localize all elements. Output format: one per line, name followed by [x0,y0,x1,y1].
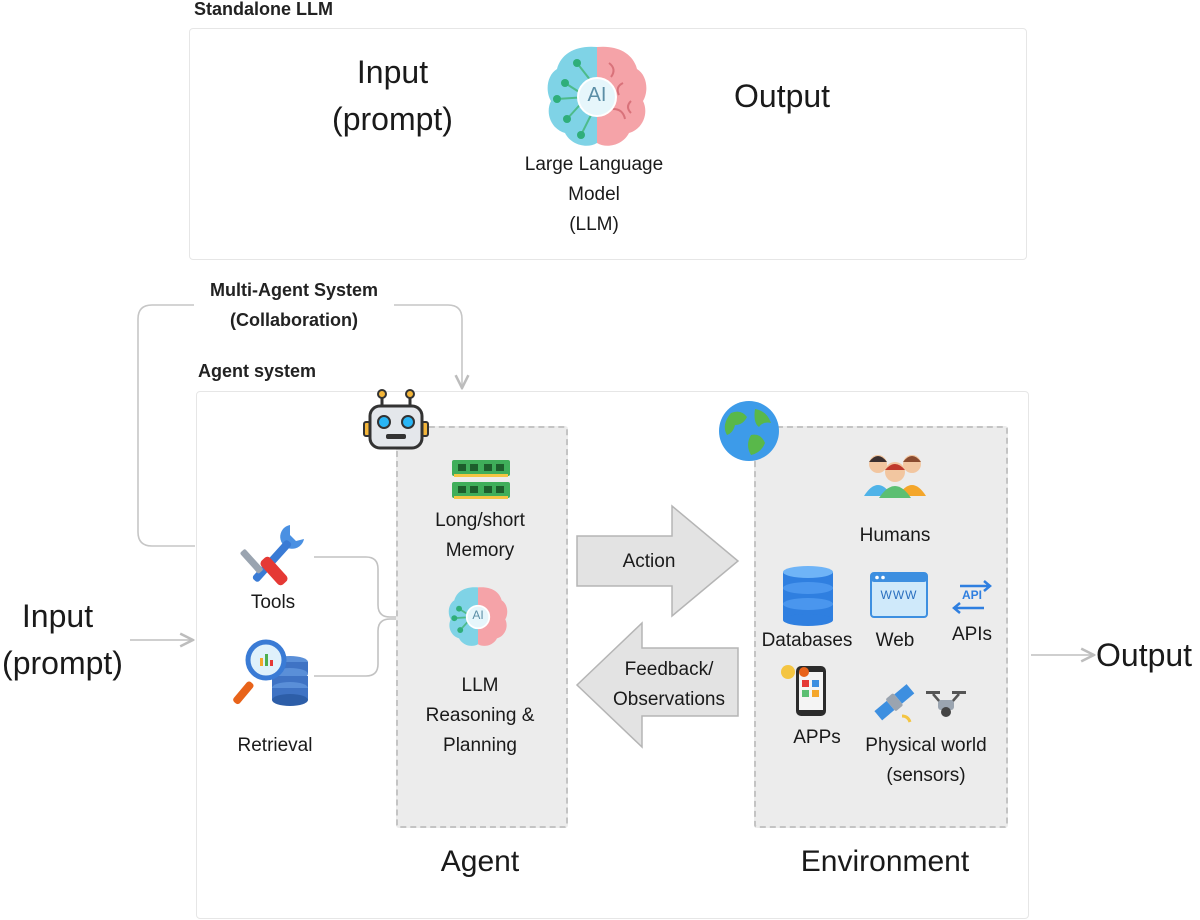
satellite-icon [872,682,918,724]
agent-llm-line3: Planning [443,735,517,756]
standalone-brain-badge: AI [587,84,607,106]
agent-output: Output [1096,637,1193,673]
standalone-input-line2: (prompt) [332,101,453,137]
agent-llm-line2: Reasoning & [425,705,535,726]
memory-icon [450,458,512,502]
drone-icon [924,688,968,720]
humans-icon [862,450,928,498]
standalone-llm-line2: Model [568,184,620,205]
feedback-line1: Feedback/ [624,659,714,680]
memory-line2: Memory [445,540,515,561]
multi-agent-line1: Multi-Agent System [209,280,378,300]
apps-label: APPs [793,727,841,748]
standalone-llm-line3: (LLM) [569,214,619,235]
physical-line2: (sensors) [886,765,966,786]
apis-badge: API [961,588,982,602]
standalone-section-label: Standalone LLM [194,0,333,19]
memory-line1: Long/short [435,510,525,531]
standalone-llm-line1: Large Language [524,154,664,175]
action-arrow [576,504,740,618]
multi-agent-line2: (Collaboration) [230,310,358,330]
apps-icon [780,662,830,718]
humans-label: Humans [859,525,931,546]
standalone-input-line1: Input [356,54,429,90]
agent-llm-line1: LLM [461,675,499,696]
tools-icon [238,519,310,591]
agent-input-line1: Input [21,598,94,634]
retrieval-icon [233,636,314,716]
databases-icon [780,564,836,626]
robot-icon [360,388,432,452]
agent-system-section-label: Agent system [198,361,317,381]
standalone-output: Output [734,78,831,114]
physical-line1: Physical world [865,735,987,756]
feedback-line2: Observations [613,689,725,710]
standalone-brain-icon: AI [543,43,651,151]
retrieval-label: Retrieval [237,735,313,756]
web-icon: WWW [870,572,928,618]
apis-icon: API [950,580,994,614]
web-label: Web [875,630,915,651]
web-badge: WWW [880,588,918,602]
databases-label: Databases [761,630,853,651]
agent-input-line2: (prompt) [2,645,123,681]
action-label: Action [622,551,676,572]
environment-title: Environment [800,845,970,878]
agent-title: Agent [440,845,520,878]
apis-label: APIs [951,624,993,645]
globe-icon [717,399,781,463]
tools-label: Tools [250,592,296,613]
agent-brain-badge: AI [472,608,484,622]
feedback-arrow [575,621,739,749]
agent-brain-icon: AI [446,585,510,649]
